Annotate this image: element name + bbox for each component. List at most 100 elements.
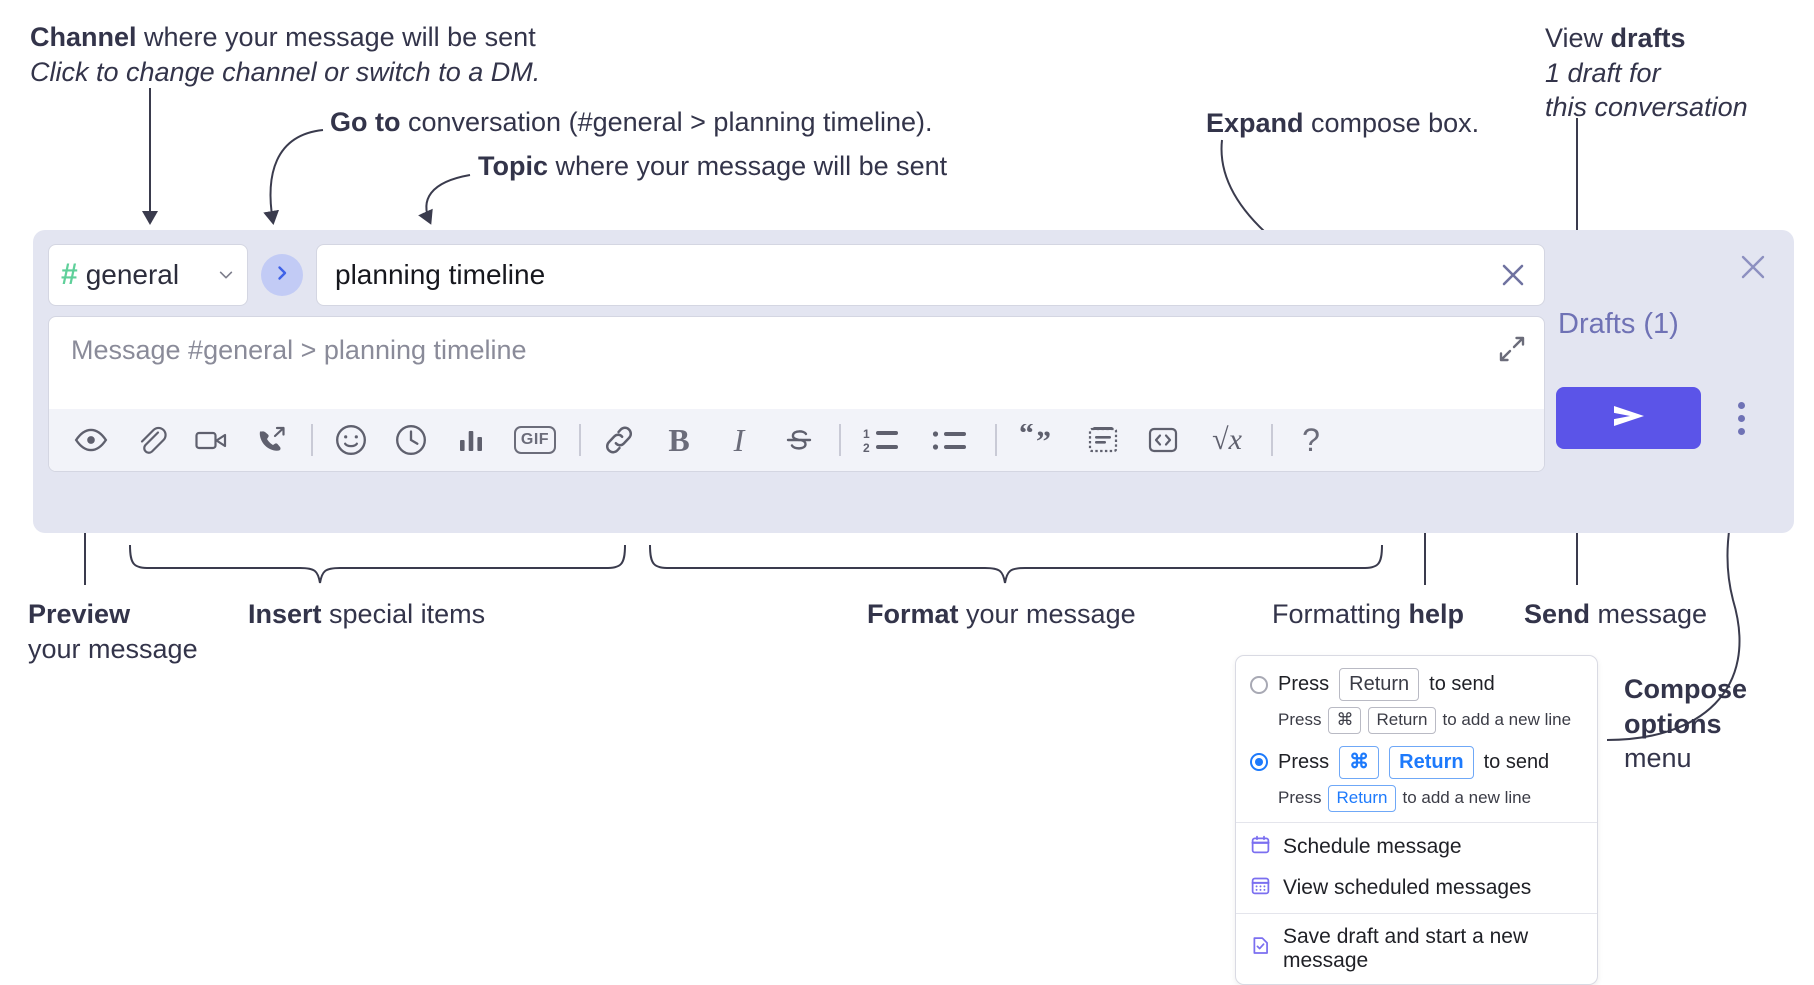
annotation-expand-bold: Expand [1206, 108, 1304, 138]
ordered-list-button[interactable]: 1 2 [859, 420, 907, 460]
close-icon[interactable] [1738, 252, 1768, 282]
send-button[interactable] [1556, 387, 1701, 449]
close-icon[interactable] [1498, 260, 1528, 290]
key-command: ⌘ [1339, 745, 1380, 779]
link-button[interactable] [599, 420, 639, 460]
channel-name: general [85, 259, 180, 290]
annotation-send: Send message [1524, 597, 1707, 632]
annotation-insert-bold: Insert [248, 599, 322, 629]
compose-right-rail: Drafts (1) [1544, 230, 1794, 533]
channel-picker[interactable]: # general [48, 244, 248, 306]
kebab-dot [1737, 414, 1745, 422]
annotation-goto-rest: conversation (#general > planning timeli… [400, 107, 933, 137]
topic-input[interactable]: planning timeline [316, 244, 1545, 306]
chevron-right-icon [272, 263, 292, 288]
toolbar-divider [311, 424, 313, 456]
radio-icon-selected[interactable] [1250, 753, 1268, 772]
toolbar-divider [579, 424, 581, 456]
formatting-help-button[interactable]: ? [1291, 420, 1331, 460]
strikethrough-button[interactable] [779, 420, 819, 460]
video-button[interactable] [191, 420, 231, 460]
annotation-format-bold: Format [867, 599, 959, 629]
annotation-goto: Go to conversation (#general > planning … [330, 105, 933, 140]
annotation-channel-sub: Click to change channel or switch to a D… [30, 56, 541, 87]
annotation-drafts: View drafts 1 draft for this conversatio… [1545, 21, 1748, 125]
annotation-topic: Topic where your message will be sent [478, 149, 947, 184]
annotation-insert-rest: special items [321, 599, 486, 629]
menu-item-label: Save draft and start a new message [1283, 924, 1529, 972]
key-command: ⌘ [1328, 707, 1362, 734]
page-root: Channel where your message will be sent … [28, 20, 1794, 985]
annotation-topic-rest: where your message will be sent [548, 151, 948, 181]
option-post: to send [1429, 673, 1495, 695]
compose-header-row: # general planning timeline [48, 244, 1545, 306]
menu-item-view-scheduled-messages[interactable]: View scheduled messages [1236, 868, 1597, 909]
annotation-compose-bold1: Compose [1624, 674, 1748, 704]
toolbar-divider [1271, 424, 1273, 456]
emoji-button[interactable] [331, 420, 371, 460]
sub-pre: Press [1278, 788, 1322, 808]
kebab-dot [1737, 427, 1745, 435]
sub-post: to add a new line [1442, 710, 1572, 730]
annotation-help-pre: Formatting [1272, 599, 1409, 629]
inline-code-button[interactable] [1143, 420, 1183, 460]
annotation-format-rest: your message [958, 599, 1136, 629]
annotation-compose-options: Compose options menu [1624, 672, 1747, 776]
key-return: Return [1368, 707, 1436, 734]
send-option-cmd-return[interactable]: Press ⌘ Return to send Press Return to a… [1236, 744, 1597, 812]
document-check-icon [1250, 935, 1271, 962]
send-option-cmd-return-sub: Press Return to add a new line [1278, 784, 1583, 812]
annotation-channel: Channel where your message will be sent … [30, 20, 540, 89]
annotation-drafts-pre: View [1545, 23, 1611, 53]
bulleted-list-button[interactable] [927, 420, 975, 460]
compose-options-menu: Press Return to send Press ⌘ Return to a… [1235, 655, 1598, 985]
menu-item-label: View scheduled messages [1283, 876, 1532, 900]
menu-item-save-draft[interactable]: Save draft and start a new message [1236, 918, 1597, 980]
key-return: Return [1389, 745, 1474, 779]
attach-button[interactable] [131, 420, 171, 460]
key-return: Return [1328, 784, 1396, 812]
drafts-link[interactable]: Drafts (1) [1558, 308, 1679, 340]
annotation-send-rest: message [1590, 599, 1708, 629]
gif-button[interactable]: GIF [511, 420, 559, 460]
toolbar-divider [839, 424, 841, 456]
annotation-topic-bold: Topic [478, 151, 548, 181]
annotation-preview: Preview your message [28, 597, 198, 666]
square-root-label: √x [1212, 423, 1242, 456]
send-option-return[interactable]: Press Return to send Press ⌘ Return to a… [1236, 666, 1597, 734]
preview-button[interactable] [71, 420, 111, 460]
sub-pre: Press [1278, 710, 1322, 730]
expand-icon[interactable] [1498, 335, 1526, 363]
annotation-compose-bold2: options [1624, 708, 1722, 739]
annotation-format: Format your message [867, 597, 1136, 632]
kebab-dot [1737, 401, 1745, 409]
annotation-drafts-bold: drafts [1610, 23, 1686, 53]
option-pre: Press [1278, 673, 1330, 695]
compose-main-column: # general planning timeline [48, 244, 1545, 472]
annotation-goto-bold: Go to [330, 107, 401, 137]
radio-icon[interactable] [1250, 675, 1268, 694]
poll-button[interactable] [451, 420, 491, 460]
svg-text:”: ” [1036, 425, 1051, 456]
call-button[interactable] [251, 420, 291, 460]
italic-button[interactable]: I [719, 420, 759, 460]
compose-options-button[interactable] [1726, 396, 1756, 440]
annotation-formatting-help: Formatting help [1272, 597, 1464, 632]
blockquote-button[interactable]: “ ” [1015, 420, 1063, 460]
menu-item-schedule-message[interactable]: Schedule message [1236, 827, 1597, 868]
code-block-button[interactable] [1083, 420, 1123, 460]
svg-text:2: 2 [863, 441, 870, 455]
bold-button[interactable]: B [659, 420, 699, 460]
menu-divider [1236, 912, 1597, 914]
message-input[interactable]: Message #general > planning timeline [49, 317, 1544, 409]
annotation-preview-sub: your message [28, 633, 198, 664]
annotation-channel-bold: Channel [30, 22, 137, 52]
toolbar-divider [995, 424, 997, 456]
message-box: Message #general > planning timeline [48, 316, 1545, 472]
reminder-button[interactable] [391, 420, 431, 460]
math-button[interactable]: √x [1203, 420, 1251, 460]
bold-label: B [668, 421, 690, 458]
calendar-icon [1250, 834, 1271, 861]
compose-panel: # general planning timeline [33, 230, 1794, 533]
goto-conversation-button[interactable] [261, 254, 303, 296]
